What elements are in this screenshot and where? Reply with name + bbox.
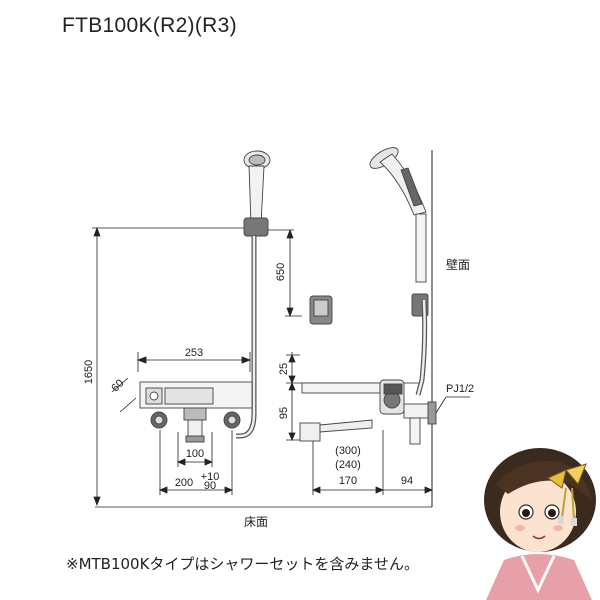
dim-tolerance-minus: 90 <box>204 480 216 492</box>
dim-200: 200 <box>175 477 193 489</box>
dim-253: 253 <box>185 347 203 359</box>
dim-tolerance-plus: +10 <box>201 471 220 483</box>
pipe-thread-label: PJ1/2 <box>446 383 474 395</box>
spout-arm <box>301 382 381 394</box>
dim-240: (240) <box>335 459 361 471</box>
dim-1650: 1650 <box>83 360 95 384</box>
mascot-girl-icon <box>484 448 596 600</box>
dim-25: 25 <box>278 363 290 375</box>
front-view <box>139 150 333 443</box>
slide-bar <box>415 213 427 283</box>
floor-label: 床面 <box>244 515 268 529</box>
side-view <box>299 147 437 445</box>
dim-94: 94 <box>401 475 413 487</box>
shower-holder-icon <box>243 217 269 237</box>
wall-label: 壁面 <box>446 257 470 272</box>
page-title: FTB100K(R2)(R3) <box>62 14 237 37</box>
dim-95: 95 <box>278 407 290 419</box>
dim-100: 100 <box>186 448 204 460</box>
dim-300: (300) <box>335 445 361 457</box>
dim-650: 650 <box>275 263 287 281</box>
footnote: ※MTB100Kタイプはシャワーセットを含みません。 <box>66 555 419 573</box>
dim-170: 170 <box>339 475 357 487</box>
dim-60: 60 <box>109 377 126 394</box>
